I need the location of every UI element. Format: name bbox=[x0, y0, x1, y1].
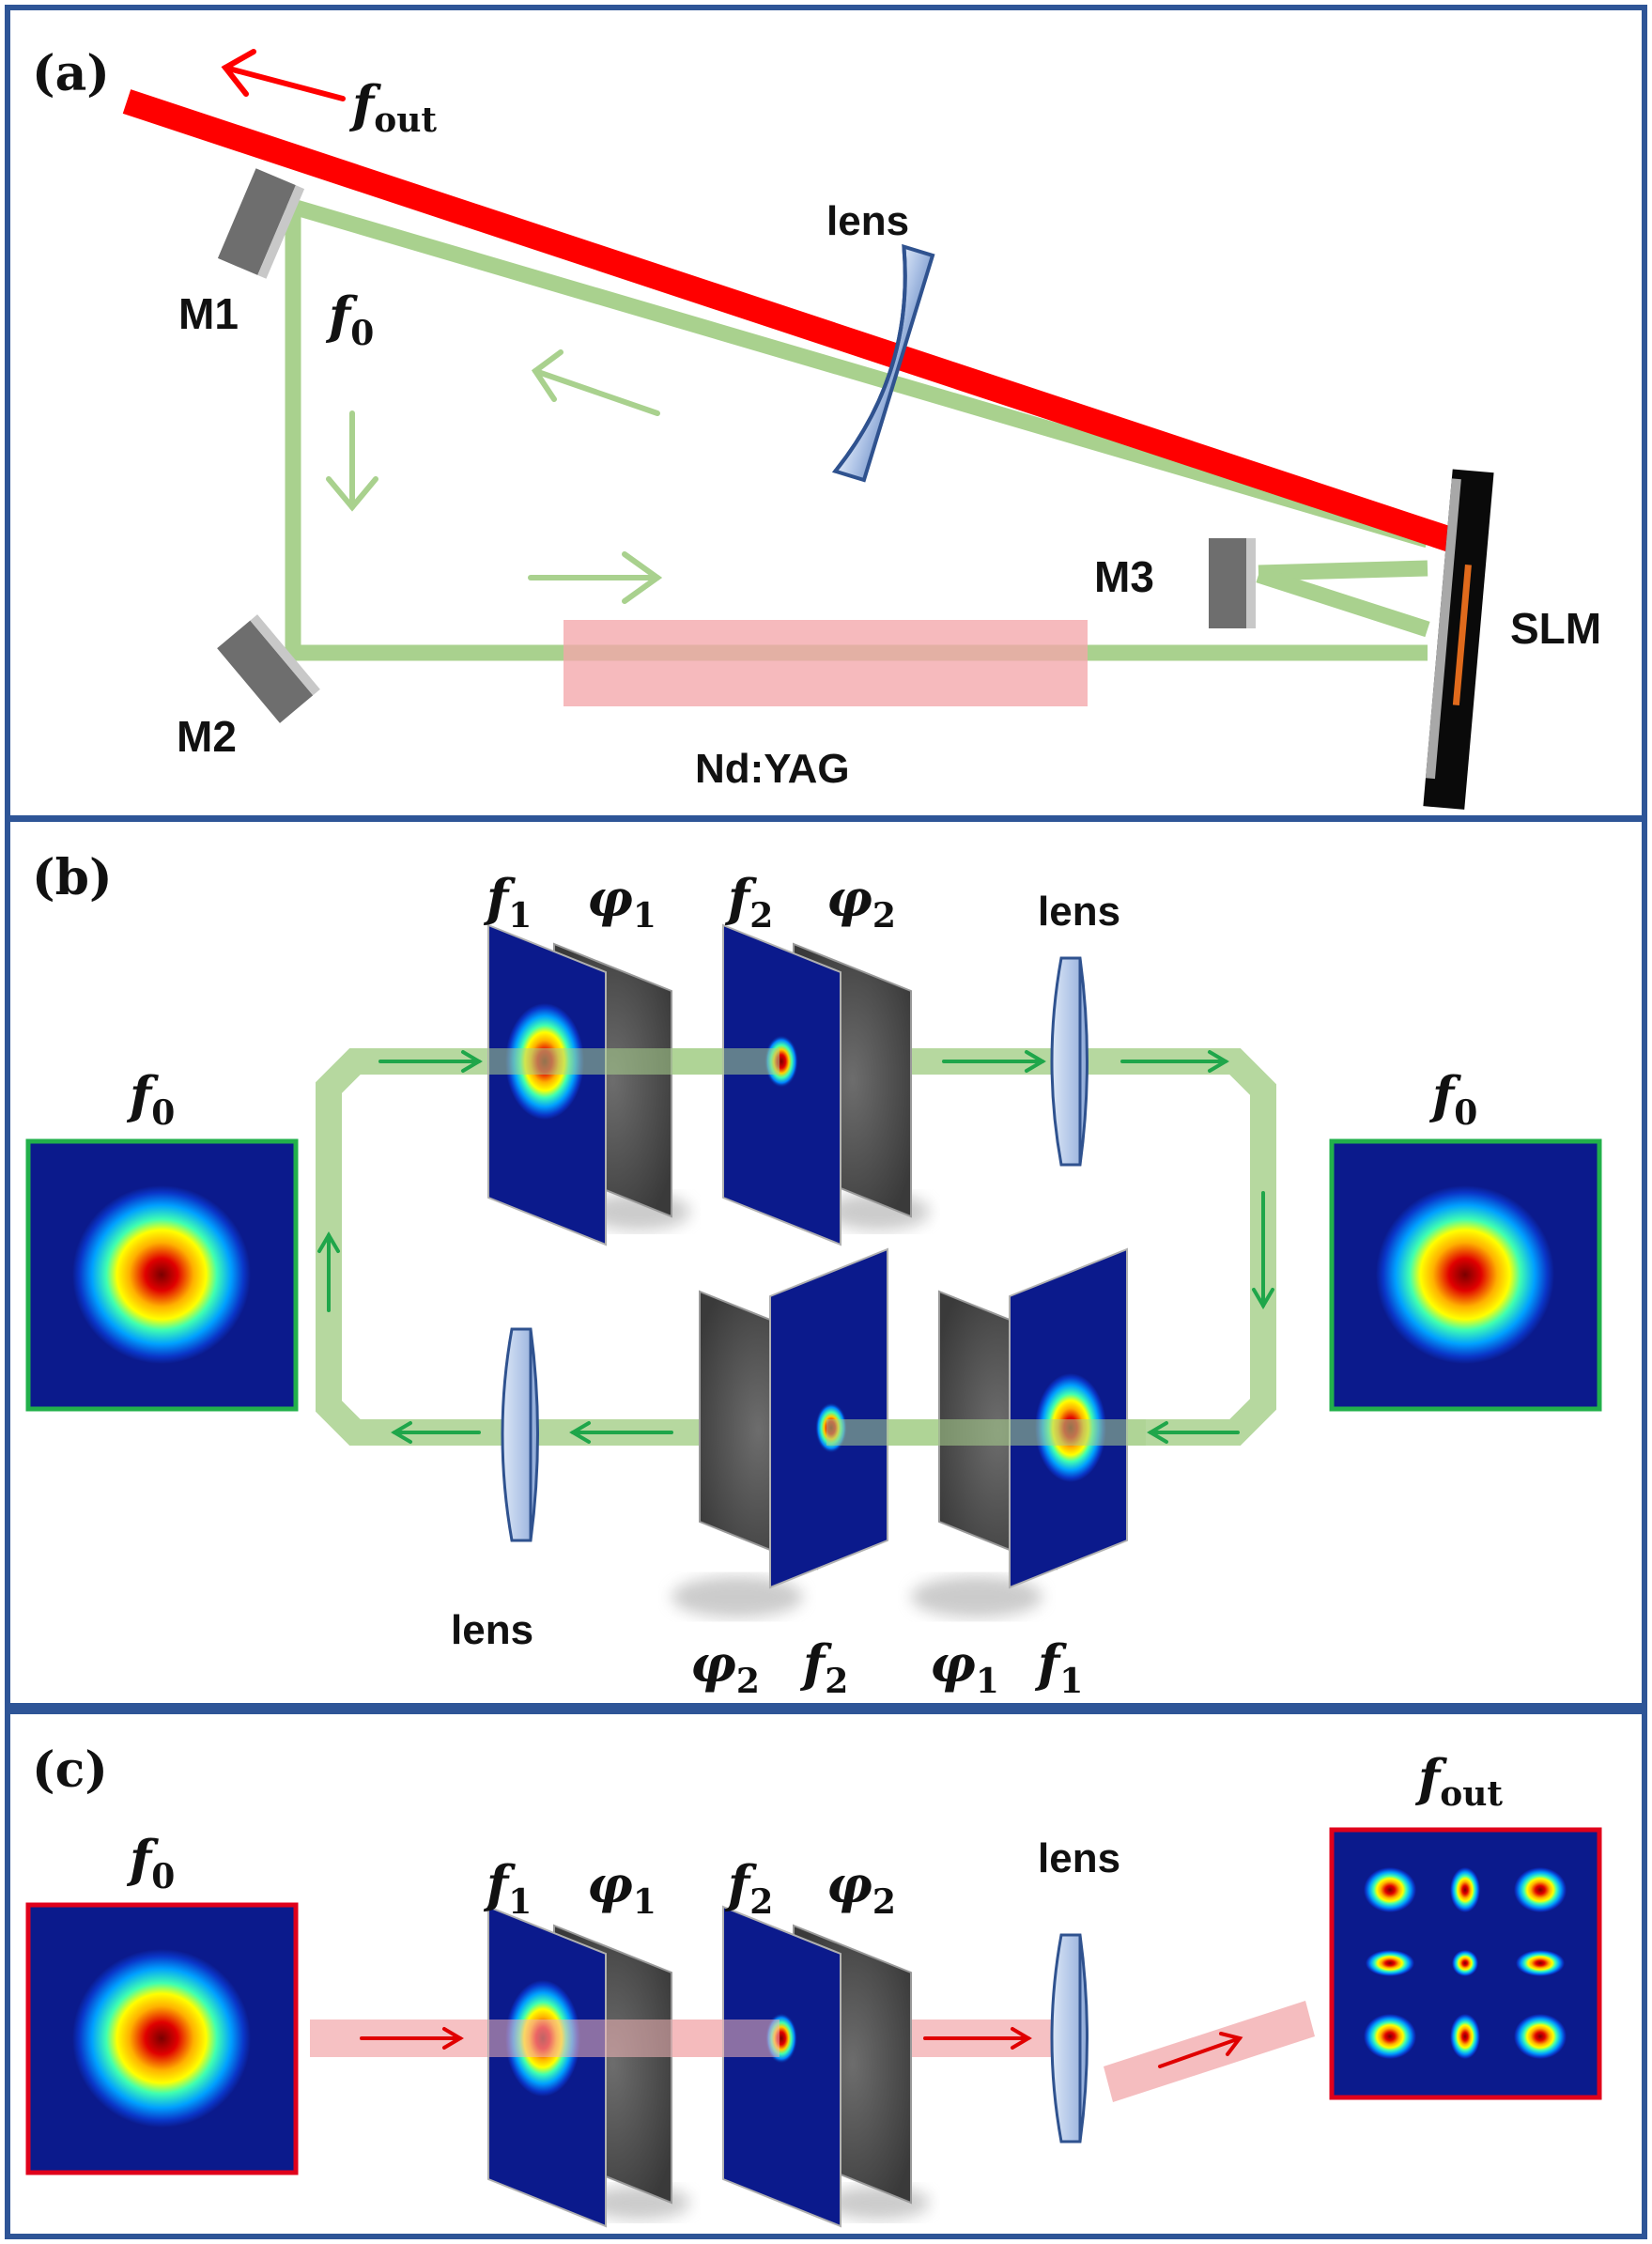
lens-b-top bbox=[1050, 956, 1088, 1167]
label-phi1-bottom: φ1 bbox=[930, 1633, 999, 1701]
arrow-b4 bbox=[1252, 1191, 1274, 1309]
slm-device bbox=[1423, 469, 1494, 810]
top-beam-overlay bbox=[488, 1048, 780, 1075]
green-arrows-a bbox=[326, 349, 663, 604]
lens-a bbox=[831, 243, 935, 483]
mirror-m1-label: M1 bbox=[178, 289, 239, 338]
arrow-b6 bbox=[569, 1421, 673, 1444]
f0-label-b-right: f0 bbox=[1428, 1065, 1477, 1133]
pink-beam-overlay bbox=[488, 2020, 780, 2057]
arrow-c2 bbox=[923, 2027, 1032, 2050]
label-phi1-top: φ1 bbox=[587, 868, 656, 936]
label-phi2-c: φ2 bbox=[826, 1854, 896, 1922]
lens-b-bottom bbox=[501, 1327, 539, 1542]
red-arrows-c bbox=[360, 2027, 1243, 2068]
field-plate-f2-c bbox=[722, 1905, 841, 2228]
pink-output-beam bbox=[1104, 2001, 1315, 2102]
f0-mode-left bbox=[25, 1138, 299, 1412]
nd-yag-crystal bbox=[564, 620, 1088, 706]
mirror-m1 bbox=[217, 168, 305, 279]
f0-mode-right bbox=[1329, 1138, 1602, 1412]
label-phi2-top: φ2 bbox=[826, 868, 896, 936]
output-beam-red bbox=[122, 89, 1462, 554]
arrow-b5 bbox=[1147, 1421, 1240, 1444]
slm-label: SLM bbox=[1510, 604, 1601, 653]
arrow-right-a bbox=[528, 551, 663, 604]
f-out-label-c: fout bbox=[1414, 1748, 1503, 1814]
arrow-b1 bbox=[378, 1050, 483, 1073]
lens-c-label: lens bbox=[1038, 1835, 1120, 1881]
panel-a-tag: (a) bbox=[32, 45, 110, 102]
bottom-plates bbox=[672, 1247, 1128, 1617]
panel-a: (a) Nd:YAG lens M1 M2 bbox=[5, 5, 1647, 821]
arrow-down-a bbox=[326, 410, 378, 512]
panel-c: (c) f0 f1 φ1 f2 φ2 le bbox=[5, 1709, 1647, 2239]
mirror-m2 bbox=[217, 614, 320, 723]
panel-b: (b) f0 f0 f1 φ1 f2 φ2 bbox=[5, 816, 1647, 1709]
mirror-m2-label: M2 bbox=[177, 712, 237, 761]
arrow-c1 bbox=[360, 2027, 464, 2050]
f-out-mode bbox=[1329, 1827, 1602, 2100]
nd-yag-label: Nd:YAG bbox=[695, 746, 850, 792]
arrow-c3 bbox=[1158, 2032, 1243, 2068]
plates-c bbox=[487, 1905, 930, 2228]
mirror-m3 bbox=[1209, 538, 1256, 628]
label-phi1-c: φ1 bbox=[587, 1854, 656, 1922]
arrow-b2 bbox=[942, 1050, 1046, 1073]
label-f1-bottom: f1 bbox=[1034, 1633, 1083, 1701]
panel-c-tag: (c) bbox=[32, 1741, 108, 1799]
green-arrows-b bbox=[317, 1050, 1274, 1444]
red-arrow-out bbox=[221, 49, 346, 101]
lens-c bbox=[1050, 1933, 1088, 2143]
lens-b-top-label: lens bbox=[1038, 889, 1120, 935]
top-plates bbox=[487, 923, 930, 1246]
f0-mode-c bbox=[25, 1902, 299, 2175]
mirror-m3-label: M3 bbox=[1094, 552, 1154, 601]
lens-b-bottom-label: lens bbox=[451, 1607, 533, 1653]
lens-a-label: lens bbox=[826, 198, 909, 244]
arrow-b8 bbox=[317, 1231, 340, 1312]
arrow-left-a bbox=[531, 349, 660, 416]
arrow-b3 bbox=[1120, 1050, 1229, 1073]
bottom-beam-overlay bbox=[826, 1419, 1146, 1446]
arrow-b7 bbox=[391, 1421, 481, 1444]
label-phi2-bottom: φ2 bbox=[690, 1633, 760, 1701]
panel-b-tag: (b) bbox=[32, 849, 113, 906]
